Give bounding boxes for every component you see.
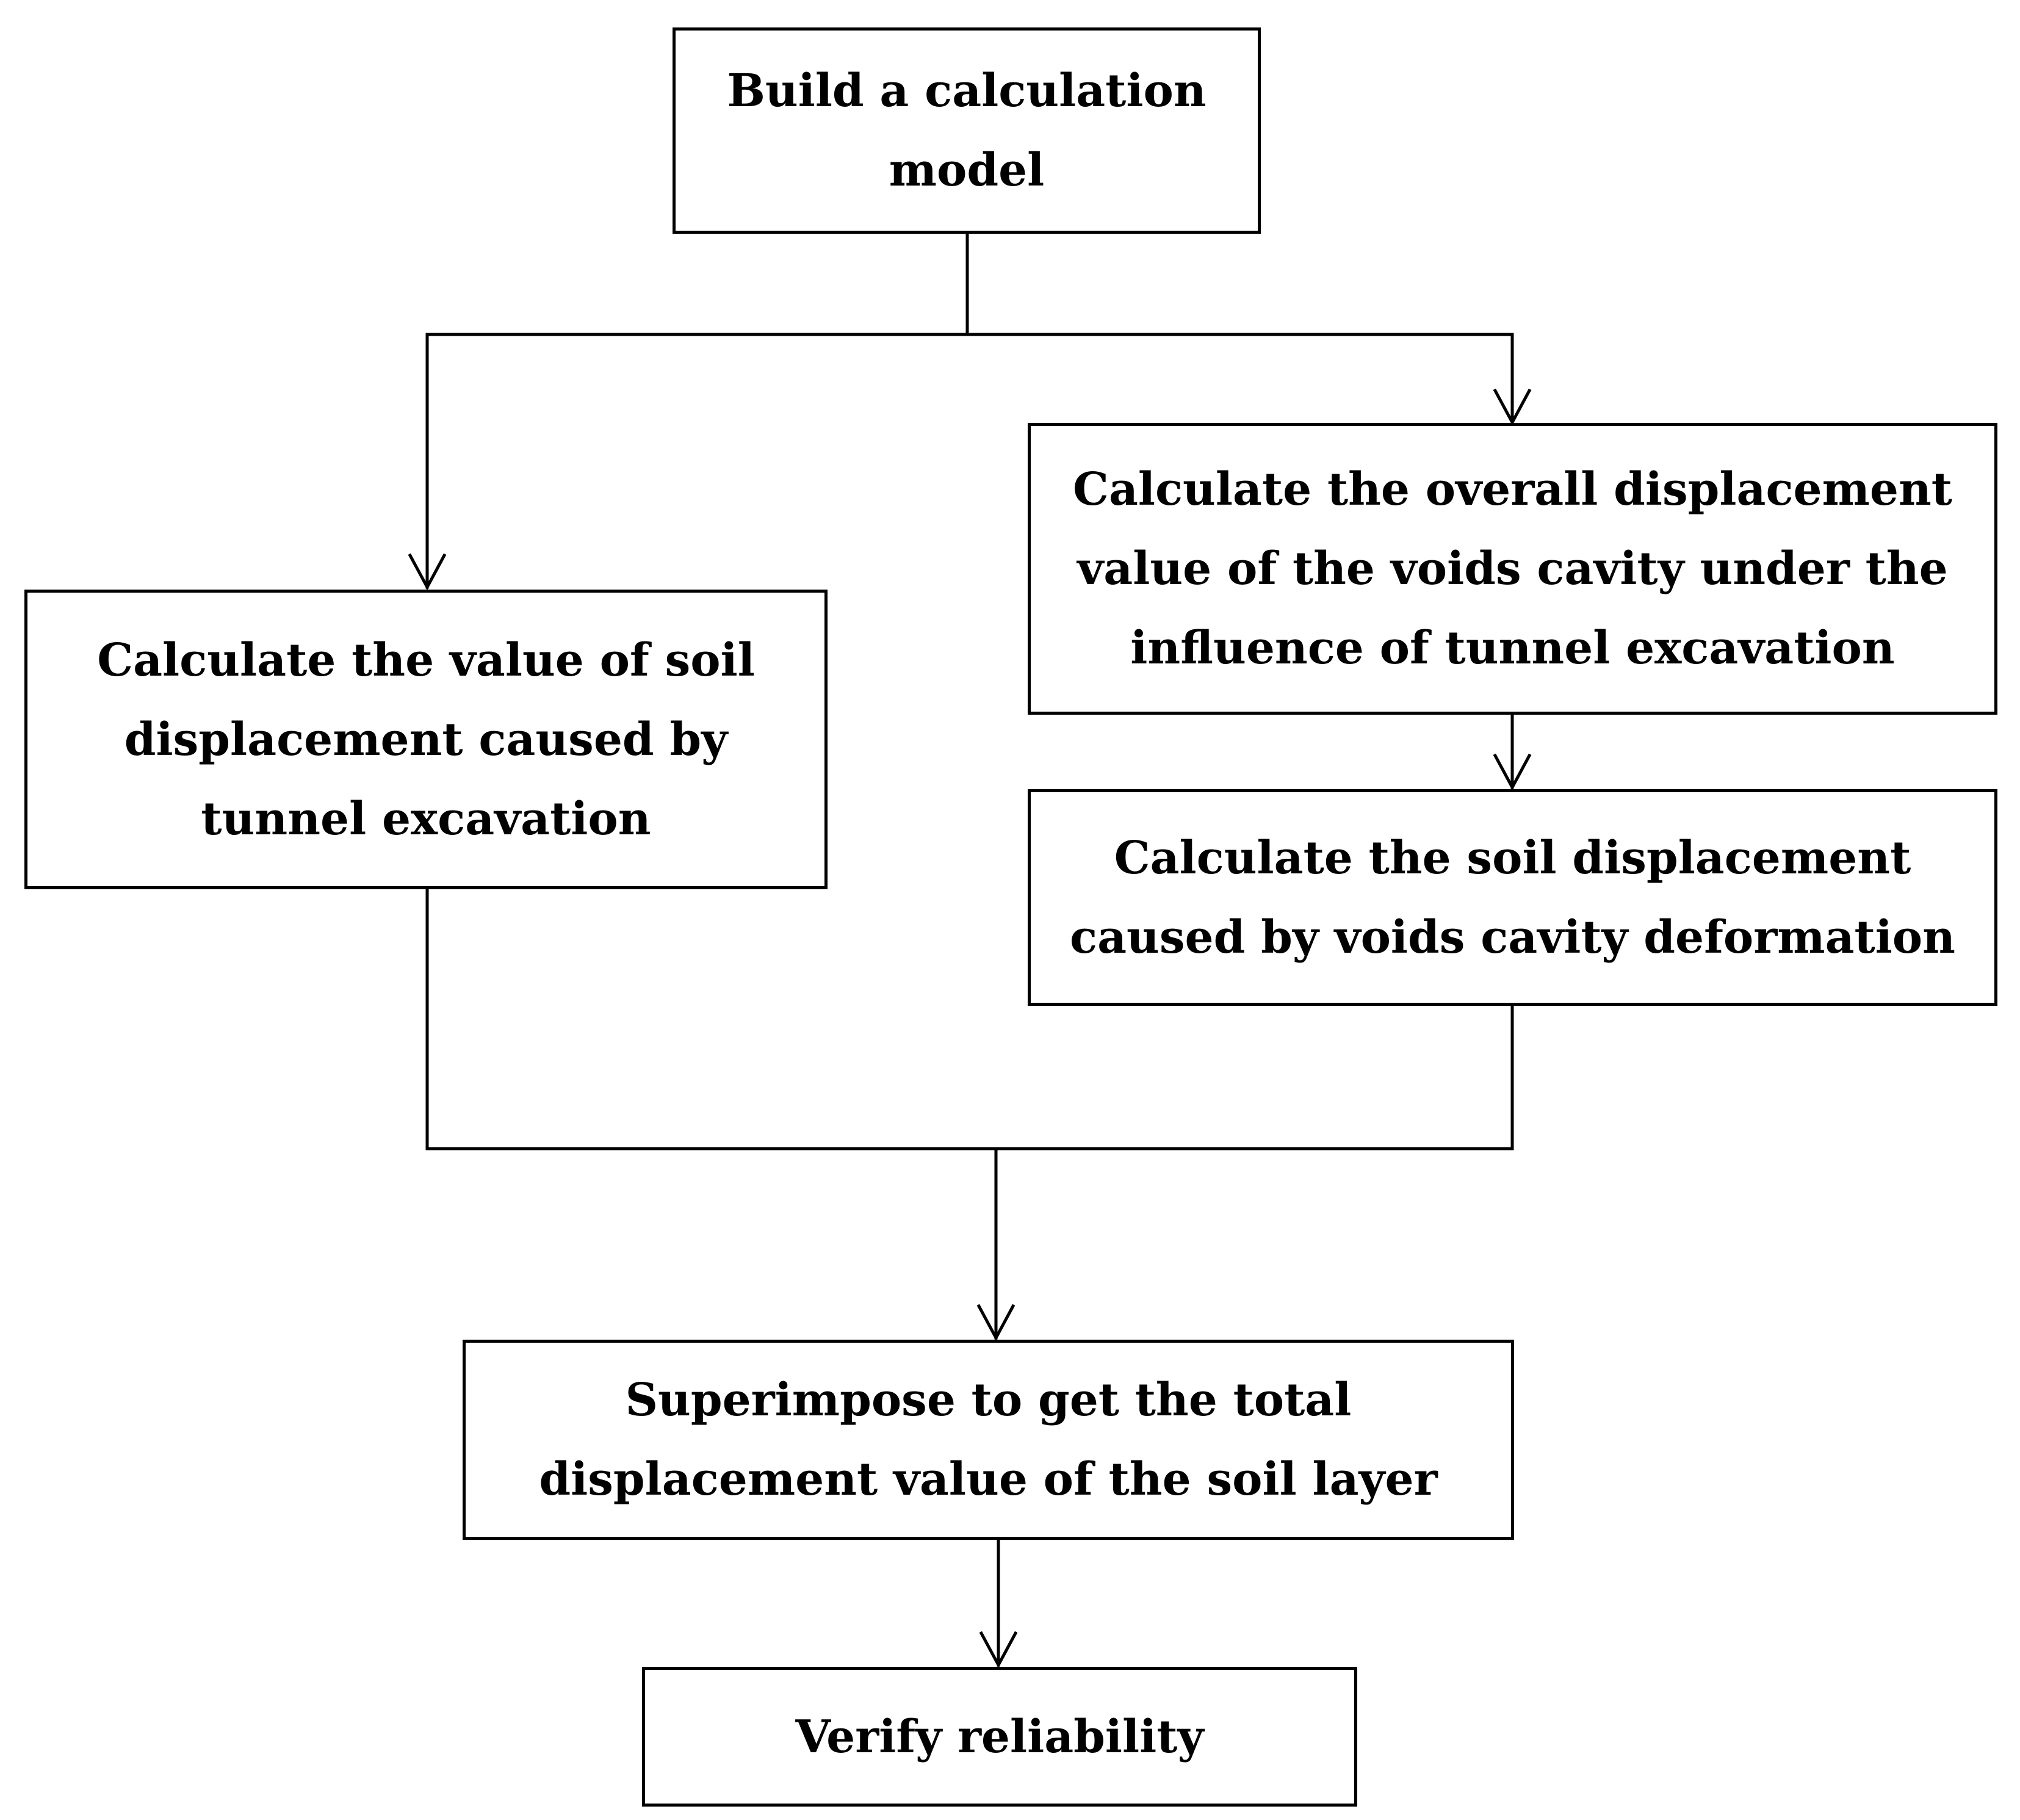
- node-build-model: Build a calculation model: [673, 27, 1261, 234]
- node-verify: Verify reliability: [642, 1667, 1357, 1807]
- node-soil-displacement-excavation: Calculate the value of soil displacement…: [24, 590, 828, 889]
- node-verify-label: Verify reliability: [795, 1710, 1204, 1763]
- node-overall-displacement: Calculate the overall displacement value…: [1028, 423, 1997, 715]
- arrowhead-superimpose: [976, 1304, 1015, 1342]
- arrowhead-verify: [979, 1631, 1018, 1669]
- arrowhead-excavation: [408, 553, 447, 591]
- node-overall-displacement-label: Calculate the overall displacement value…: [1073, 463, 1952, 674]
- arrowhead-cavity: [1493, 753, 1532, 791]
- node-superimpose-label: Superimpose to get the total displacemen…: [539, 1374, 1438, 1506]
- node-build-model-label: Build a calculation model: [727, 65, 1207, 197]
- node-soil-displacement-cavity: Calculate the soil displacement caused b…: [1028, 789, 1997, 1006]
- node-soil-displacement-excavation-label: Calculate the value of soil displacement…: [97, 634, 755, 845]
- node-soil-displacement-cavity-label: Calculate the soil displacement caused b…: [1070, 831, 1955, 964]
- node-superimpose: Superimpose to get the total displacemen…: [463, 1340, 1514, 1540]
- arrowhead-overall: [1493, 388, 1532, 426]
